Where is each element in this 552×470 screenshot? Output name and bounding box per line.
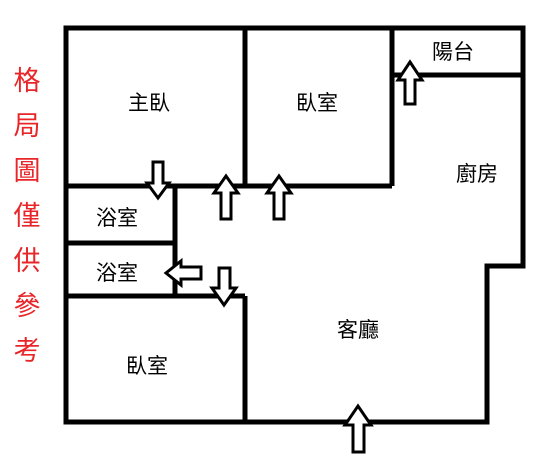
label-balcony: 陽台 <box>432 40 474 64</box>
label-bedroom-bottom: 臥室 <box>126 354 168 378</box>
label-master-bedroom: 主臥 <box>128 91 170 115</box>
door-arrow-master-bedroom-icon <box>144 160 172 201</box>
door-arrows <box>144 59 425 454</box>
note-char-1: 格 <box>14 66 41 97</box>
note-char-6: 參 <box>14 291 41 322</box>
door-arrow-up-1-icon <box>211 173 241 221</box>
room-labels: 主臥 臥室 陽台 廚房 浴室 浴室 客廳 臥室 <box>96 40 498 378</box>
disclaimer-note: 格 局 圖 僅 供 參 考 <box>14 66 41 367</box>
note-char-5: 供 <box>14 246 41 277</box>
note-char-4: 僅 <box>14 201 41 232</box>
door-arrow-bedroom-bottom-icon <box>209 266 239 308</box>
note-char-2: 局 <box>14 111 41 142</box>
label-living-room: 客廳 <box>337 318 379 342</box>
door-arrow-balcony-icon <box>395 59 425 106</box>
label-bedroom-top: 臥室 <box>296 91 338 115</box>
door-arrow-bathroom-icon <box>163 257 203 289</box>
label-bathroom-1: 浴室 <box>96 206 138 230</box>
door-arrow-entrance-icon <box>342 403 374 454</box>
label-bathroom-2: 浴室 <box>96 261 138 285</box>
label-kitchen: 廚房 <box>456 162 498 186</box>
outer-wall <box>63 25 526 425</box>
door-arrow-up-2-icon <box>264 173 294 221</box>
note-char-3: 圖 <box>14 156 41 187</box>
note-char-7: 考 <box>14 336 41 367</box>
